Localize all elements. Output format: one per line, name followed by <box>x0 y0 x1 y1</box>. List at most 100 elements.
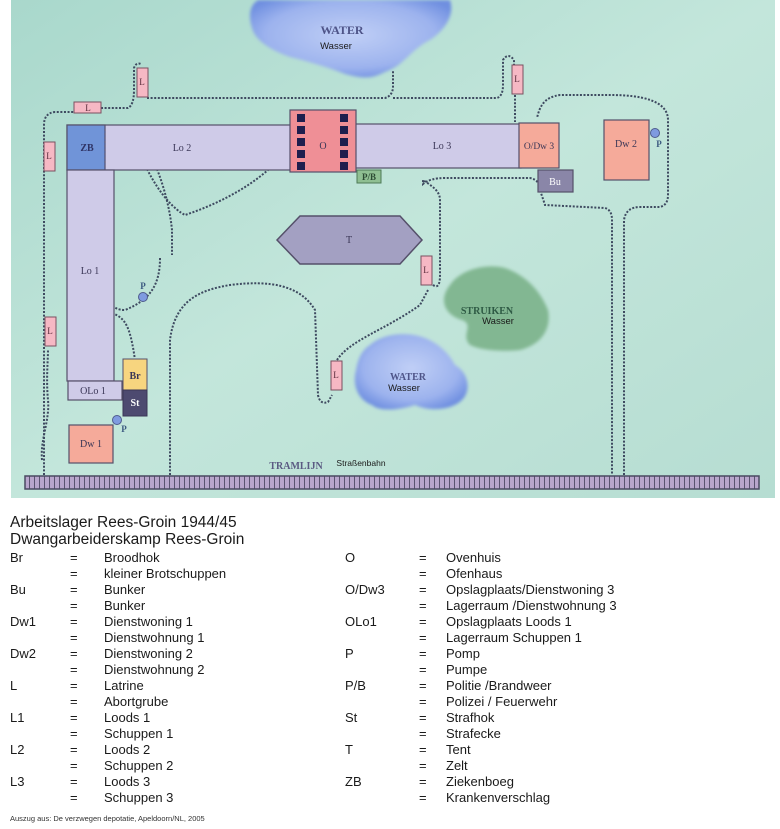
legend-text: Schuppen 3 <box>104 790 174 805</box>
water-top <box>250 0 452 78</box>
legend-text: Dienstwohnung 1 <box>104 630 205 645</box>
legend-equals: = <box>70 646 78 661</box>
storage-dwelling-3-label: O/Dw 3 <box>524 142 555 152</box>
legend-abbr: O/Dw3 <box>345 582 385 597</box>
legend-equals: = <box>70 726 78 741</box>
legend-equals: = <box>419 694 427 709</box>
legend-equals: = <box>419 742 427 757</box>
legend-abbr: P/B <box>345 678 366 693</box>
dwelling-1-building[interactable] <box>68 424 114 464</box>
latrine-label: L <box>85 103 91 113</box>
legend-abbr: L1 <box>10 710 25 725</box>
legend-equals: = <box>70 678 78 693</box>
legend-abbr: St <box>345 710 358 725</box>
loods-3-building[interactable] <box>354 123 522 169</box>
loods-3-label: Lo 3 <box>433 141 452 152</box>
latrine-building[interactable] <box>136 67 149 98</box>
legend-text: Schuppen 1 <box>104 726 174 741</box>
legend-equals: = <box>419 614 427 629</box>
legend-text: Opslagplaats/Dienstwoning 3 <box>446 582 615 597</box>
legend-abbr: Bu <box>10 582 26 597</box>
oven-house-building[interactable]: O <box>289 109 357 173</box>
legend-abbr: L3 <box>10 774 25 789</box>
legend-text: Pomp <box>446 646 480 661</box>
legend-text: Opslagplaats Loods 1 <box>446 614 572 629</box>
legend-equals: = <box>70 742 78 757</box>
latrine-building[interactable] <box>330 360 343 391</box>
legend-equals: = <box>419 598 427 613</box>
camp-map: WATER Wasser WATER Wasser STRUIKEN Wasse… <box>11 0 775 498</box>
pump-label: P <box>121 424 127 434</box>
latrine-building[interactable] <box>44 316 57 347</box>
storage-loods-1-building[interactable] <box>67 380 123 401</box>
source-credit: Auszug aus: De verzwegen depotatie, Apel… <box>10 814 205 823</box>
footpaths <box>40 55 669 475</box>
bushes-area <box>443 266 549 351</box>
dwelling-1-label: Dw 1 <box>80 439 102 450</box>
legend-equals: = <box>419 662 427 677</box>
legend-equals: = <box>70 774 78 789</box>
legend-equals: = <box>419 774 427 789</box>
pump-label: P <box>656 139 662 149</box>
bread-hut-label: Br <box>129 371 141 382</box>
latrine-label: L <box>423 265 429 275</box>
legend-text: Politie /Brandweer <box>446 678 552 693</box>
legend-equals: = <box>419 630 427 645</box>
legend-abbr: Br <box>10 550 23 565</box>
water-top-subtitle: Wasser <box>320 41 352 52</box>
dwelling-2-building[interactable] <box>603 119 650 181</box>
legend-text: Loods 3 <box>104 774 151 789</box>
loods-2-label: Lo 2 <box>173 143 192 154</box>
legend-abbr: T <box>345 742 353 757</box>
legend-text: Lagerraum /Dienstwohnung 3 <box>446 598 617 613</box>
legend-abbr: ZB <box>345 774 362 789</box>
water-bottom <box>354 334 468 410</box>
legend-equals: = <box>419 582 427 597</box>
latrine-label: L <box>139 77 145 87</box>
legend-equals: = <box>419 758 427 773</box>
police-fire-label: P/B <box>362 172 376 182</box>
legend-text: Ovenhuis <box>446 550 501 565</box>
police-fire-building[interactable] <box>356 169 382 184</box>
oven-house-label: O <box>319 141 326 152</box>
legend-equals: = <box>70 566 78 581</box>
legend-text: Ziekenboeg <box>446 774 514 789</box>
punishment-hut-label: St <box>131 398 141 409</box>
water-top-title: WATER <box>320 23 363 37</box>
legend-equals: = <box>70 710 78 725</box>
legend-equals: = <box>70 662 78 677</box>
pump-icon <box>112 415 122 425</box>
legend-equals: = <box>70 758 78 773</box>
legend-text: Latrine <box>104 678 144 693</box>
water-bottom-title: WATER <box>390 372 427 383</box>
bunker-label: Bu <box>549 177 561 188</box>
legend-equals: = <box>419 710 427 725</box>
legend-equals: = <box>70 694 78 709</box>
legend-equals: = <box>70 630 78 645</box>
tent-building[interactable] <box>275 215 424 265</box>
legend-text: Lagerraum Schuppen 1 <box>446 630 582 645</box>
latrine-building[interactable] <box>511 64 524 95</box>
legend-title-2: Dwangarbeiderskamp Rees-Groin <box>10 531 245 548</box>
latrine-building[interactable] <box>73 101 102 114</box>
storage-dwelling-3-building[interactable] <box>518 122 560 169</box>
latrine-label: L <box>333 370 339 380</box>
legend-equals: = <box>70 582 78 597</box>
legend-text: Bunker <box>104 598 146 613</box>
legend-equals: = <box>419 566 427 581</box>
legend-equals: = <box>419 550 427 565</box>
bread-hut-building[interactable] <box>122 358 148 391</box>
legend-abbr: O <box>345 550 356 565</box>
latrine-building[interactable] <box>420 255 433 286</box>
legend-abbr: L <box>10 678 18 693</box>
legend-equals: = <box>419 678 427 693</box>
legend-title-1: Arbeitslager Rees-Groin 1944/45 <box>10 514 237 531</box>
bunker-building[interactable] <box>537 169 574 193</box>
legend-text: Abortgrube <box>104 694 169 709</box>
legend-equals: = <box>419 790 427 805</box>
latrine-building[interactable] <box>43 141 56 172</box>
latrine-label: L <box>47 326 53 336</box>
legend-equals: = <box>419 646 427 661</box>
tram-title: TRAMLIJN <box>269 461 323 472</box>
punishment-hut-building[interactable] <box>122 389 148 417</box>
